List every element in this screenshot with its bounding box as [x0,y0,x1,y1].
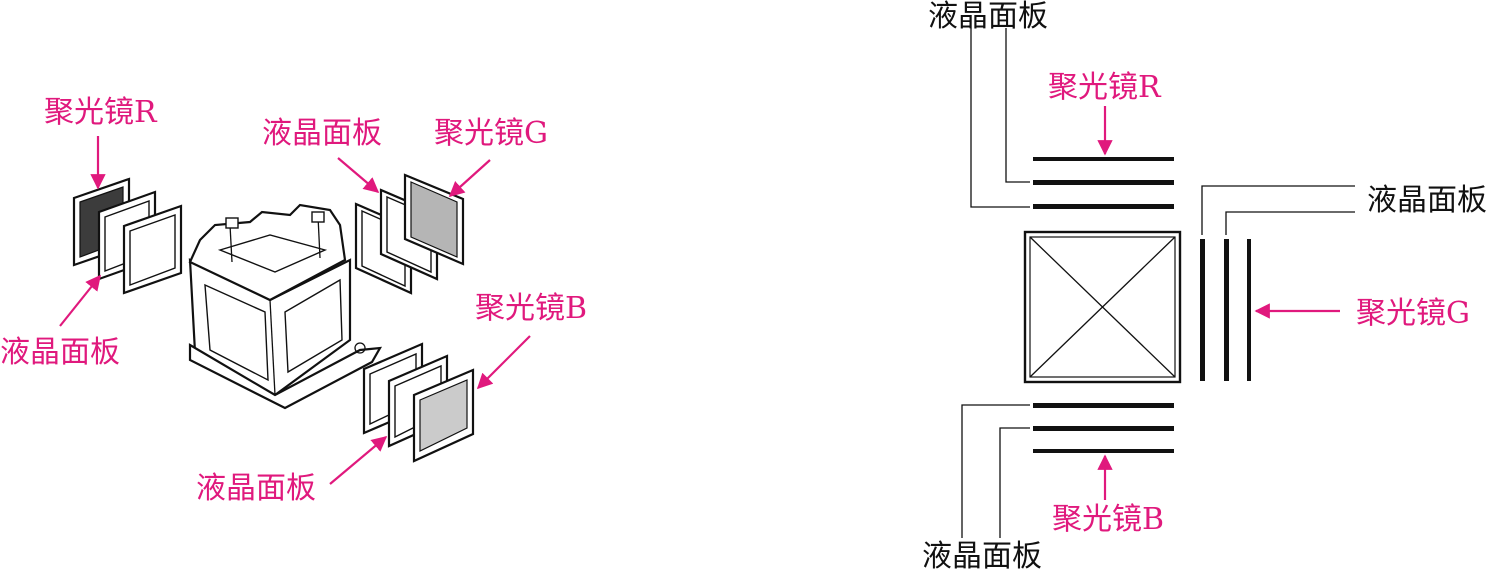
lens-g-panel [403,173,465,266]
right-lens-g-plate [1247,239,1251,381]
lcd-panel-r-2 [122,204,183,295]
left-lcd-label-top: 液晶面板 [262,116,382,151]
right-lcd-top-plate-2 [1033,204,1174,209]
right-lens-r-label: 聚光镜R [1048,70,1162,105]
left-lcd-label-left: 液晶面板 [0,335,120,370]
left-lens-b-label: 聚光镜B [475,291,587,326]
right-lcd-bottom-plate-1 [1033,403,1174,408]
left-lens-r-label: 聚光镜R [44,95,158,130]
lens-b-panel [412,368,475,463]
right-lcd-right-plate-1 [1200,239,1205,381]
left-lcd-label-bottom: 液晶面板 [196,471,316,506]
right-lcd-bottom-plate-2 [1033,426,1174,431]
left-exploded-view: 聚光镜R 液晶面板 液晶面板 聚光镜G 聚光镜B 液晶面板 [0,95,587,506]
left-lens-g-label: 聚光镜G [434,116,548,151]
right-lens-g-label: 聚光镜G [1356,296,1470,331]
right-lcd-label-bottom: 液晶面板 [922,539,1042,571]
right-lens-b-label: 聚光镜B [1052,502,1164,537]
prism-housing [188,203,383,410]
right-lens-b-plate [1033,449,1174,453]
right-lcd-right-plate-2 [1224,239,1229,381]
right-schematic-view: 液晶面板 聚光镜R 液晶面板 聚光镜G 聚光镜B 液晶面板 [922,0,1487,571]
right-lens-r-plate [1033,157,1174,161]
right-lcd-label-right: 液晶面板 [1367,183,1487,218]
cross-dichroic-prism [1023,230,1182,384]
right-lcd-label-top: 液晶面板 [928,0,1048,34]
right-lcd-top-plate-1 [1033,180,1174,185]
